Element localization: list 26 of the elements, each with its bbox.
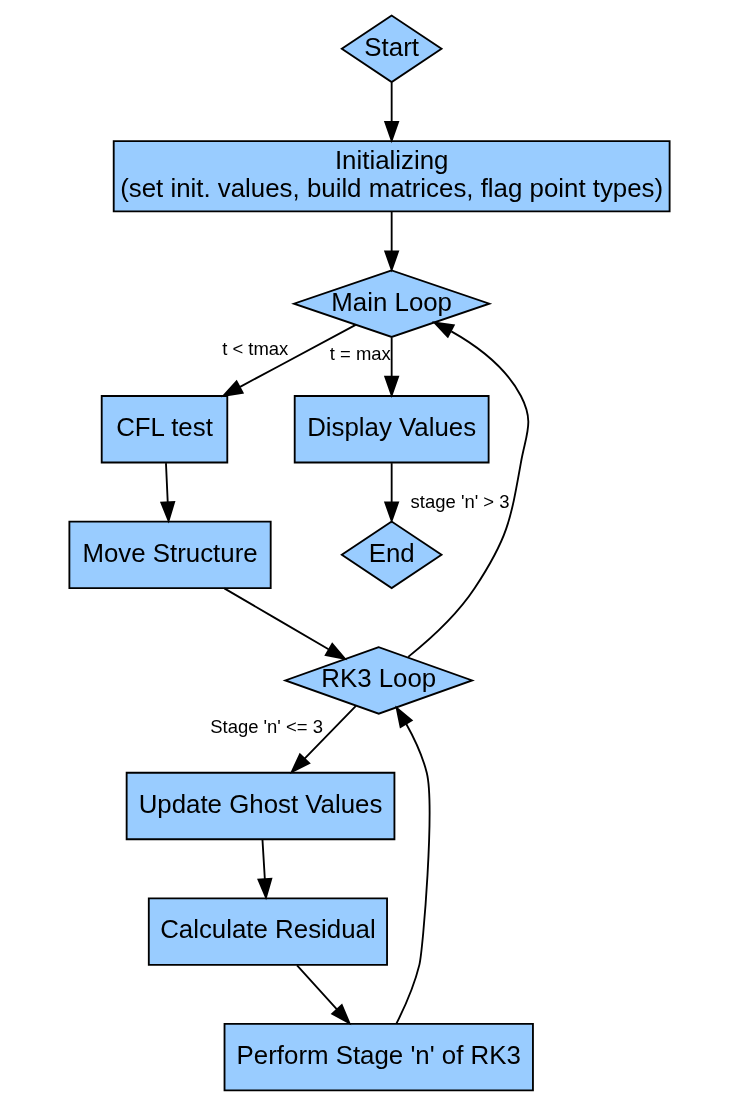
edge-label: stage 'n' > 3 xyxy=(410,490,510,512)
edge-label: t = max xyxy=(329,343,391,365)
arrow xyxy=(395,705,431,1025)
node-box: Calculate Residual xyxy=(147,897,388,966)
node-diamond: RK3 Loop xyxy=(282,646,475,715)
node-box: Move Structure xyxy=(68,520,272,589)
node-box: Perform Stage 'n' of RK3 xyxy=(223,1023,534,1092)
node-box: Update Ghost Values xyxy=(125,771,396,841)
node-box: Initializing (set init. values, build matrices, flag point types) xyxy=(112,140,671,213)
arrow xyxy=(383,336,400,398)
node-diamond: End xyxy=(340,520,444,590)
arrow xyxy=(407,321,530,658)
edge-label: t < tmax xyxy=(222,337,289,359)
arrow xyxy=(296,964,352,1026)
edge-label: Stage 'n' <= 3 xyxy=(210,716,323,738)
arrow xyxy=(289,704,357,774)
arrow xyxy=(383,462,400,524)
arrow xyxy=(257,838,273,901)
arrow xyxy=(383,211,400,273)
arrow xyxy=(383,81,400,144)
node-diamond: Start xyxy=(340,14,444,84)
node-box: CFL test xyxy=(100,395,229,464)
arrow xyxy=(159,462,176,524)
arrow xyxy=(220,323,357,398)
node-box: Display Values xyxy=(293,395,490,464)
arrow xyxy=(223,587,348,661)
